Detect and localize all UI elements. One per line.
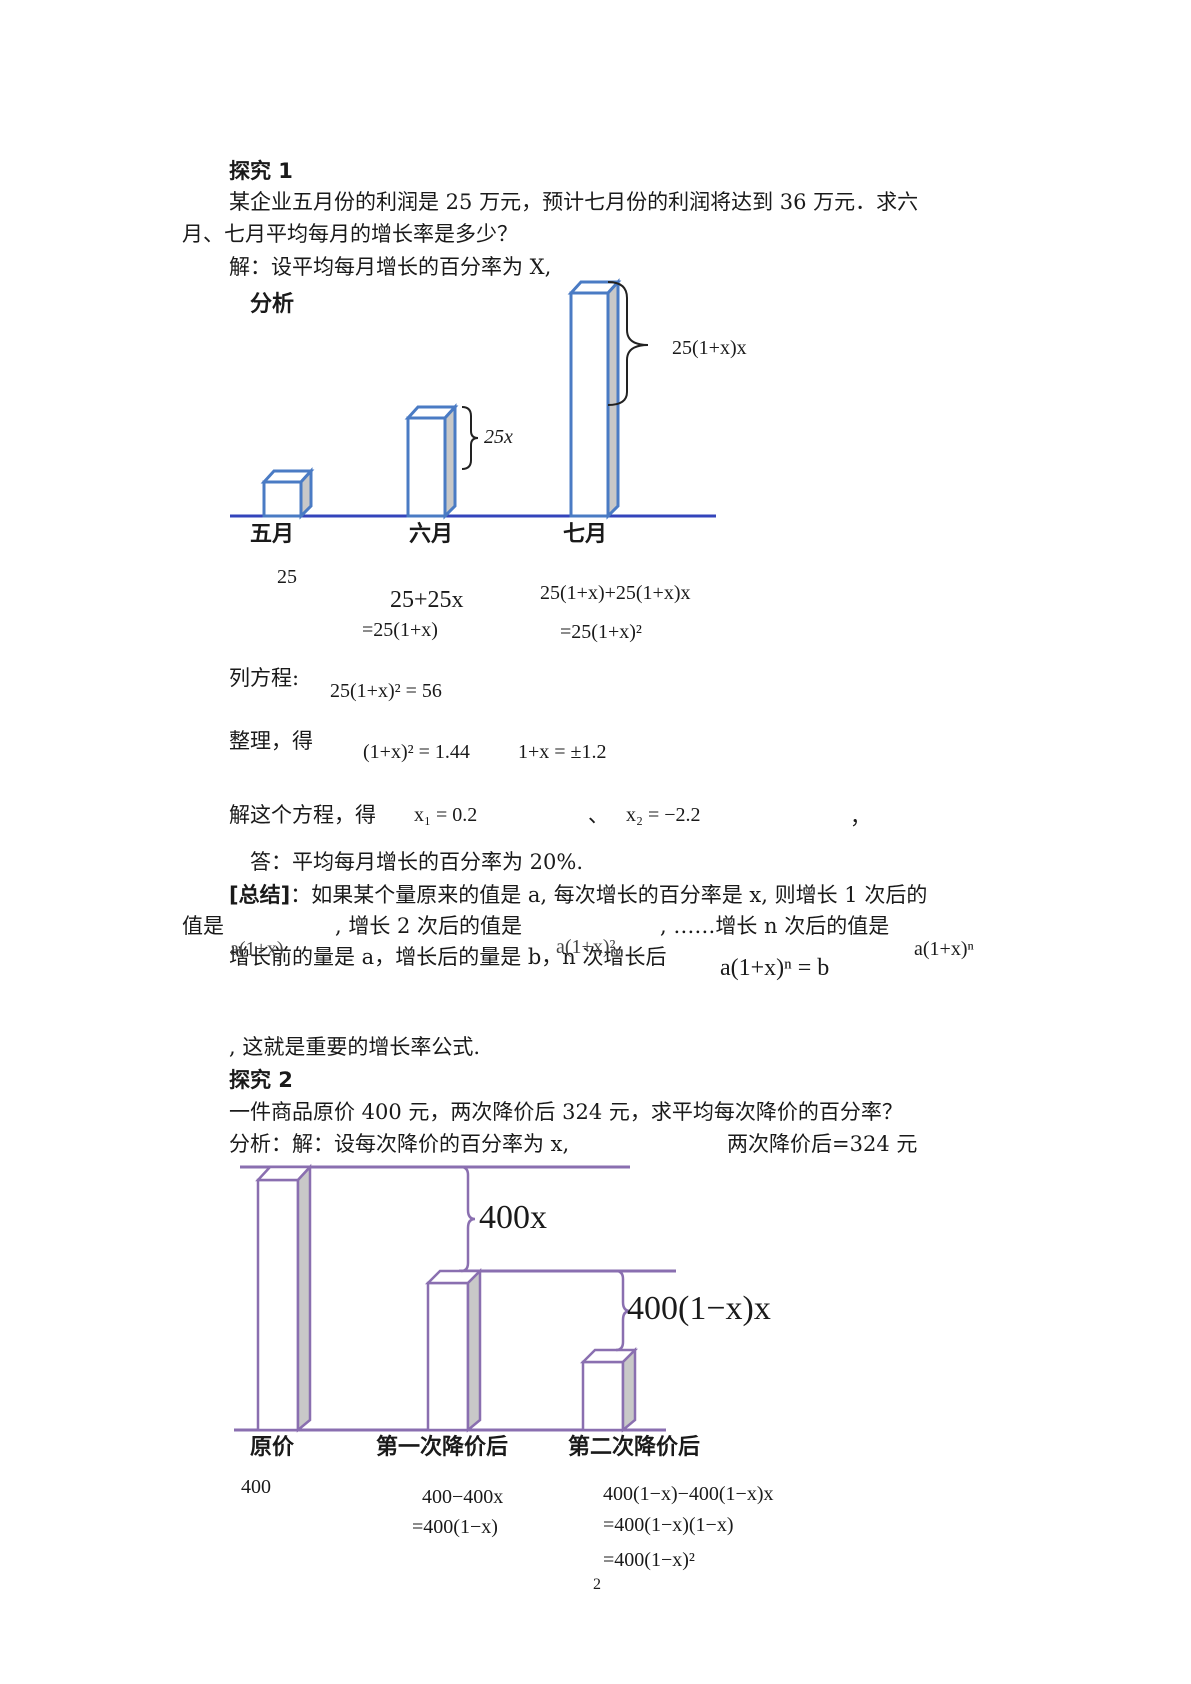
brace-label-drop-2: 400(1−x)x [627,1290,771,1327]
growth-formula: a(1+x)ⁿ = b [720,955,830,981]
root-end: ， [850,805,871,829]
brace-drop-1 [460,1165,476,1273]
summary-line1: [总结]：如果某个量原来的值是 a, 每次增长的百分率是 x, 则增长 1 次后… [229,882,927,908]
value-first-line2: =400(1−x) [412,1516,498,1538]
root2: x₂ = −2.2 [626,804,701,826]
summary-end: , 这就是重要的增长率公式. [229,1035,481,1059]
bar-label-june: 六月 [409,522,454,547]
brace-label-july: 25(1+x)x [672,337,747,359]
page-number: 2 [593,1576,601,1593]
solution1-intro: 解：设平均每月增长的百分率为 X, [229,255,552,279]
problem2: 一件商品原价 400 元，两次降价后 324 元，求平均每次降价的百分率？ [229,1100,903,1124]
root1: x₁ = 0.2 [414,804,478,826]
summary-line2-c: , ……增长 n 次后的值是 [660,914,890,938]
section1-heading: 探究 1 [229,159,293,183]
simplify-eq1: (1+x)² = 1.44 [363,741,470,763]
analysis2-a: 分析：解：设每次降价的百分率为 x, [229,1132,570,1156]
brace-label-june: 25x [484,426,513,448]
bar-may [260,467,315,520]
summary-line3: 增长前的量是 a，增长后的量是 b，n 次增长后 [229,945,667,969]
solve-label: 解这个方程，得 [229,803,376,827]
bar-label-may: 五月 [250,522,295,547]
growth-bar-figure [230,278,716,520]
value-may: 25 [277,566,297,588]
answer1: 答：平均每月增长的百分率为 20%. [250,850,584,874]
summary-line2-a: 值是 [182,914,224,938]
bar-june [404,403,459,520]
brace-label-drop-1: 400x [479,1199,547,1236]
value-second-line1: 400(1−x)−400(1−x)x [603,1483,774,1505]
brace-june [461,406,479,470]
root-separator: 、 [588,803,609,827]
value-july-line2: =25(1+x)² [560,621,642,643]
value-june-line2: =25(1+x) [362,619,438,641]
value-july-line1: 25(1+x)+25(1+x)x [540,582,691,604]
bar-second-drop [579,1346,639,1433]
bar-first-drop [424,1267,484,1433]
bar-label-first-drop: 第一次降价后 [376,1435,509,1460]
problem1-line2: 月、七月平均每月的增长率是多少？ [182,222,518,246]
brace-drop-2 [615,1269,631,1352]
brace-july [607,281,649,406]
equation: 25(1+x)² = 56 [330,680,442,702]
value-original: 400 [241,1476,271,1498]
summary-line2-b: , 增长 2 次后的值是 [335,914,523,938]
value-second-line2: =400(1−x)(1−x) [603,1514,734,1536]
analysis-label: 分析 [250,292,295,317]
simplify-label: 整理，得 [229,729,313,753]
summary-tag: [总结] [229,883,291,907]
summary-line1-text: ：如果某个量原来的值是 a, 每次增长的百分率是 x, 则增长 1 次后的 [290,883,928,907]
bar-label-second-drop: 第二次降价后 [568,1435,701,1460]
bar-original [255,1163,313,1433]
value-second-line3: =400(1−x)² [603,1549,695,1571]
expr-n: a(1+x)ⁿ [914,938,974,960]
simplify-eq2: 1+x = ±1.2 [518,741,607,763]
section2-heading: 探究 2 [229,1068,293,1092]
expr-twice: a(1+x)² [556,936,616,958]
problem1-line1: 某企业五月份的利润是 25 万元，预计七月份的利润将达到 36 万元．求六 [229,190,919,214]
bar-label-july: 七月 [563,522,608,547]
analysis2-b: 两次降价后=324 元 [727,1132,918,1156]
equation-label: 列方程: [229,666,300,690]
value-first-line1: 400−400x [422,1486,504,1508]
value-june-line1: 25+25x [390,587,464,613]
expr-once: a(1+x) [230,938,284,960]
bar-label-original: 原价 [250,1435,295,1460]
